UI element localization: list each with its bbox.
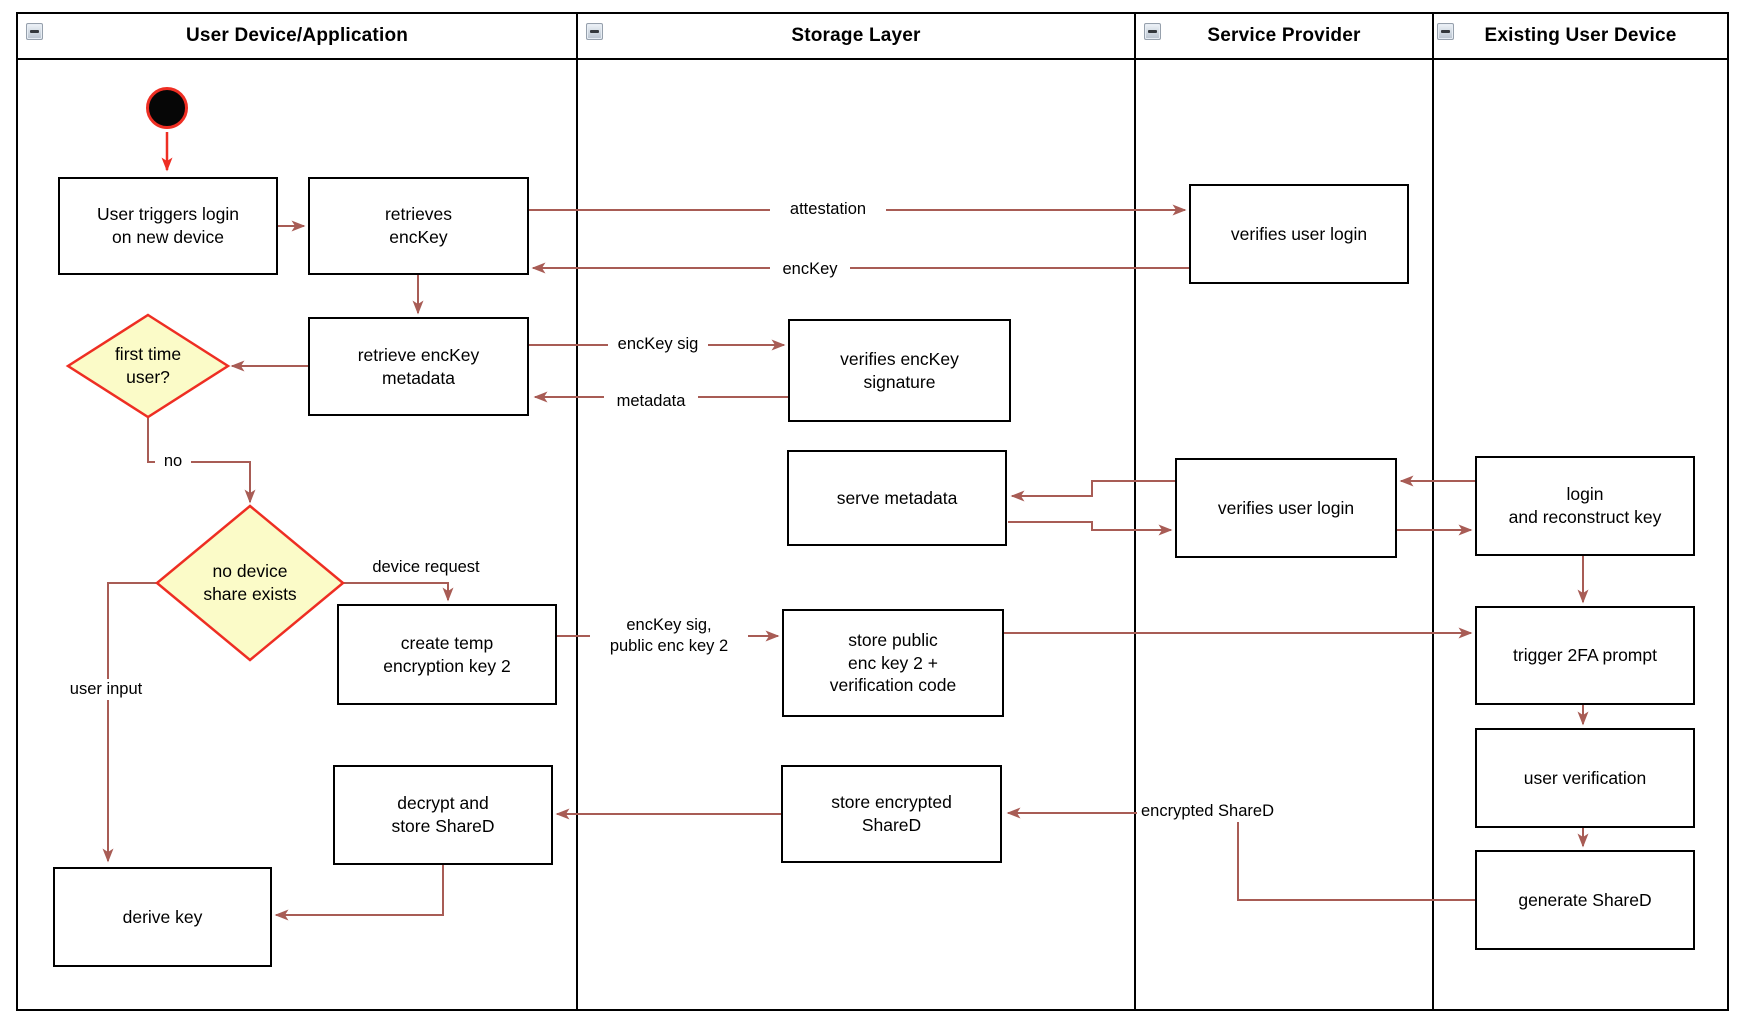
- swimlane-storage-layer: Storage Layer: [578, 14, 1136, 1009]
- minus-icon: [1148, 30, 1157, 33]
- collapse-button-user-device[interactable]: [26, 23, 43, 40]
- edge-user-input: [102, 582, 157, 863]
- edge-no-branch: [147, 417, 256, 504]
- decision-diamond-no-device-share[interactable]: [155, 504, 345, 662]
- edge-device-request: [343, 582, 454, 602]
- activity-login-reconstruct-key[interactable]: login and reconstruct key: [1475, 456, 1695, 556]
- activity-create-temp-key[interactable]: create temp encryption key 2: [337, 604, 557, 705]
- lane-header-existing-user-device: Existing User Device: [1434, 14, 1727, 60]
- collapse-button-existing-user-device[interactable]: [1437, 23, 1454, 40]
- edge-label-enckey-sig: encKey sig: [608, 334, 708, 355]
- lane-title: Service Provider: [1207, 25, 1361, 46]
- lane-header-user-device: User Device/Application: [18, 14, 576, 60]
- activity-verifies-user-login-top[interactable]: verifies user login: [1189, 184, 1409, 284]
- lane-title: Storage Layer: [791, 25, 921, 46]
- lane-header-service-provider: Service Provider: [1136, 14, 1432, 60]
- minus-icon: [590, 30, 599, 33]
- activity-retrieve-enckey-metadata[interactable]: retrieve encKey metadata: [308, 317, 529, 416]
- minus-icon: [1441, 30, 1450, 33]
- edge-serve-metadata-to-verify: [1008, 521, 1173, 536]
- activity-derive-key[interactable]: derive key: [53, 867, 272, 967]
- edge-label-device-request: device request: [372, 558, 480, 576]
- activity-generate-shared[interactable]: generate ShareD: [1475, 850, 1695, 950]
- swimlane-frame: User Device/Application Storage Layer Se…: [16, 12, 1729, 1011]
- activity-verifies-enckey-signature[interactable]: verifies encKey signature: [788, 319, 1011, 422]
- edge-decrypt-to-derive: [274, 865, 444, 921]
- edge-label-enckey: encKey: [770, 259, 850, 280]
- activity-serve-metadata[interactable]: serve metadata: [787, 450, 1007, 546]
- start-node[interactable]: [146, 87, 188, 129]
- edge-label-enckey-sig-public: encKey sig, public enc key 2: [590, 615, 748, 657]
- swimlane-service-provider: Service Provider: [1136, 14, 1434, 1009]
- activity-trigger-2fa-prompt[interactable]: trigger 2FA prompt: [1475, 606, 1695, 705]
- lane-header-storage-layer: Storage Layer: [578, 14, 1134, 60]
- lane-title: Existing User Device: [1484, 25, 1677, 46]
- activity-store-encrypted-shared[interactable]: store encrypted ShareD: [781, 765, 1002, 863]
- edge-label-metadata: metadata: [604, 391, 698, 412]
- swimlane-existing-user-device: Existing User Device: [1434, 14, 1727, 1009]
- swimlane-user-device: User Device/Application: [18, 14, 578, 1009]
- edge-label-attestation: attestation: [770, 199, 886, 220]
- activity-store-public-enc-key[interactable]: store public enc key 2 + verification co…: [782, 609, 1004, 717]
- decision-label-first-time-user: first time user?: [114, 344, 182, 387]
- lane-title: User Device/Application: [185, 25, 409, 46]
- minus-icon: [30, 30, 39, 33]
- decision-label-no-device-share: no device share exists: [203, 561, 297, 604]
- edge-generate-shared-elbow: [1237, 822, 1475, 901]
- decision-diamond-first-time-user[interactable]: [65, 313, 231, 419]
- activity-decrypt-store-shared[interactable]: decrypt and store ShareD: [333, 765, 553, 865]
- collapse-button-storage-layer[interactable]: [586, 23, 603, 40]
- collapse-button-service-provider[interactable]: [1144, 23, 1161, 40]
- edge-label-no: no: [155, 451, 191, 472]
- activity-retrieves-enckey[interactable]: retrieves encKey: [308, 177, 529, 275]
- activity-user-triggers-login[interactable]: User triggers login on new device: [58, 177, 278, 275]
- edge-label-user-input: user input: [59, 679, 153, 700]
- activity-user-verification[interactable]: user verification: [1475, 728, 1695, 828]
- edge-label-encrypted-shared: encrypted ShareD: [1139, 801, 1321, 822]
- edge-verify-to-serve-metadata: [1010, 480, 1175, 502]
- activity-verifies-user-login-mid[interactable]: verifies user login: [1175, 458, 1397, 558]
